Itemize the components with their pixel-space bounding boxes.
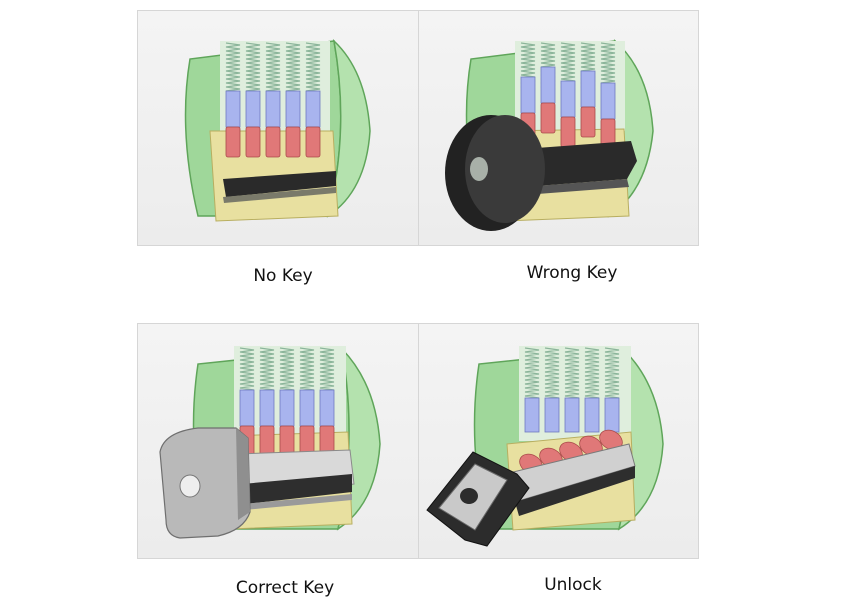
lock-cylinder-no-key-diagram	[184, 38, 371, 222]
driver-pin	[239, 389, 255, 427]
pins	[520, 66, 616, 150]
pins	[239, 389, 335, 457]
panel-wrong-key	[418, 10, 699, 246]
key-pin	[540, 102, 556, 134]
panel-unlock	[418, 323, 699, 559]
key-pin	[560, 116, 576, 148]
caption-correct-key: Correct Key	[235, 578, 335, 598]
key-pin	[285, 126, 301, 158]
driver-pin	[245, 90, 261, 128]
lock-cylinder-unlock-diagram	[426, 346, 664, 547]
spring	[245, 42, 261, 92]
springs	[239, 347, 335, 397]
driver-pin	[580, 70, 596, 108]
key-pin	[265, 126, 281, 158]
driver-pin	[285, 90, 301, 128]
driver-pin	[259, 389, 275, 427]
spring	[239, 347, 255, 397]
keyway	[223, 171, 336, 197]
key-pin	[259, 425, 275, 457]
driver-pin	[265, 90, 281, 128]
panel-correct-key	[137, 323, 419, 559]
key-pin	[225, 126, 241, 158]
spring	[285, 42, 301, 92]
driver-pin	[319, 389, 335, 427]
caption-wrong-key: Wrong Key	[526, 263, 618, 283]
spring	[305, 42, 321, 92]
driver-pin	[540, 66, 556, 104]
driver-pin	[584, 397, 600, 433]
driver-pin	[600, 82, 616, 120]
driver-pin	[604, 397, 620, 433]
driver-pin	[520, 76, 536, 114]
driver-pin	[299, 389, 315, 427]
spring	[265, 42, 281, 92]
driver-pins-top	[524, 397, 620, 433]
spring	[225, 42, 241, 92]
driver-pin	[279, 389, 295, 427]
spring	[259, 347, 275, 397]
driver-pin	[524, 397, 540, 433]
driver-pin	[564, 397, 580, 433]
unlock-key-bow	[426, 451, 530, 547]
wrong-key-bow	[445, 115, 545, 231]
key-pin	[580, 106, 596, 138]
caption-unlock: Unlock	[544, 575, 602, 595]
key-pin	[245, 126, 261, 158]
driver-pin	[225, 90, 241, 128]
driver-pin	[305, 90, 321, 128]
key-pin	[279, 425, 295, 457]
driver-pin	[544, 397, 560, 433]
correct-key-bow	[159, 427, 251, 539]
pins	[225, 90, 321, 158]
spring	[279, 347, 295, 397]
lock-cylinder-wrong-key-diagram	[445, 39, 654, 231]
key-pin	[305, 126, 321, 158]
key-pins-rotated	[519, 429, 623, 475]
driver-pin	[560, 80, 576, 118]
spring	[299, 347, 315, 397]
caption-no-key: No Key	[253, 266, 313, 286]
springs	[225, 42, 321, 92]
lock-cylinder-correct-key-diagram	[159, 346, 381, 539]
panel-no-key	[137, 10, 419, 246]
spring	[319, 347, 335, 397]
